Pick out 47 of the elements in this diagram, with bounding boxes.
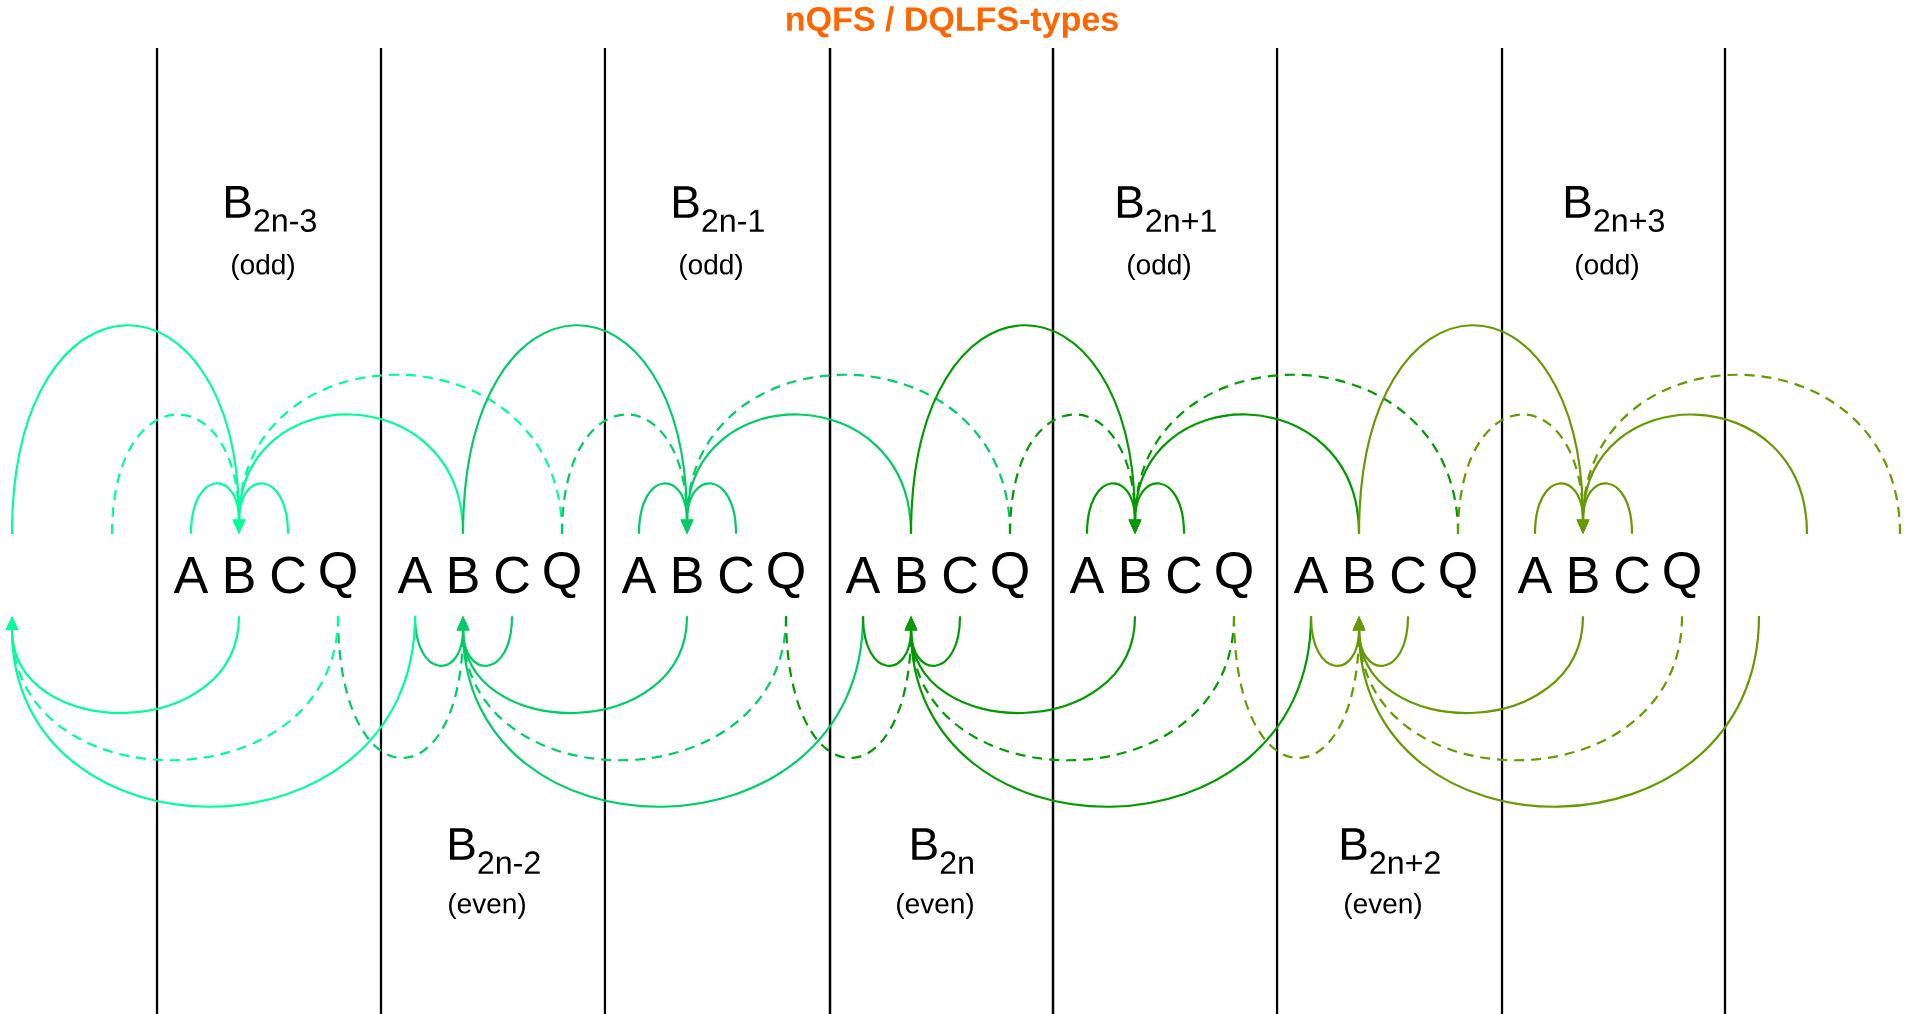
arrow (5, 616, 417, 808)
letter: Q (992, 551, 1028, 599)
letter: A (845, 557, 881, 593)
block-label: B$_{2n-2}$ (450, 828, 540, 874)
letter: B (225, 557, 254, 593)
block-label: B$_{2n+2}$ (1341, 828, 1440, 874)
block-label: B$_{2n}$ (912, 828, 973, 874)
block-label: B$_{2n-1}$ (674, 186, 764, 232)
parity-label: (odd) (232, 253, 294, 281)
letter: A (1517, 557, 1553, 593)
parity-label: (odd) (1576, 253, 1638, 281)
letter: B (673, 557, 702, 593)
letter: Q (1440, 551, 1476, 599)
title: nQFS / DQLFS-types (787, 6, 1118, 38)
letter: C (495, 556, 529, 594)
arrow (456, 616, 865, 808)
letter: A (397, 557, 433, 593)
block-label: B$_{2n-3}$ (226, 186, 316, 232)
letter: B (897, 557, 926, 593)
letter: B (1121, 557, 1150, 593)
letter: C (271, 556, 305, 594)
letter: A (1069, 557, 1105, 593)
letter: A (621, 557, 657, 593)
letter: Q (1664, 551, 1700, 599)
letter: Q (768, 551, 804, 599)
parity-label: (odd) (1128, 253, 1190, 281)
letter: C (1167, 556, 1201, 594)
block-label: B$_{2n+3}$ (1565, 186, 1664, 232)
arrow (1352, 615, 1761, 808)
parity-label: (odd) (680, 253, 742, 281)
letter: Q (320, 551, 356, 599)
block-label: B$_{2n+1}$ (1117, 186, 1216, 232)
letter: A (1293, 557, 1329, 593)
letter: C (1615, 556, 1649, 594)
letter: Q (1216, 551, 1252, 599)
letter: B (1345, 557, 1374, 593)
parity-label: (even) (897, 892, 973, 920)
letter: B (1569, 557, 1598, 593)
arrow (904, 616, 1313, 808)
letter: C (1391, 556, 1425, 594)
letter: C (719, 556, 753, 594)
letter: C (943, 556, 977, 594)
parity-label: (even) (1345, 892, 1421, 920)
letter: B (449, 557, 478, 593)
letter: A (173, 557, 209, 593)
letter: Q (544, 551, 580, 599)
parity-label: (even) (449, 892, 525, 920)
